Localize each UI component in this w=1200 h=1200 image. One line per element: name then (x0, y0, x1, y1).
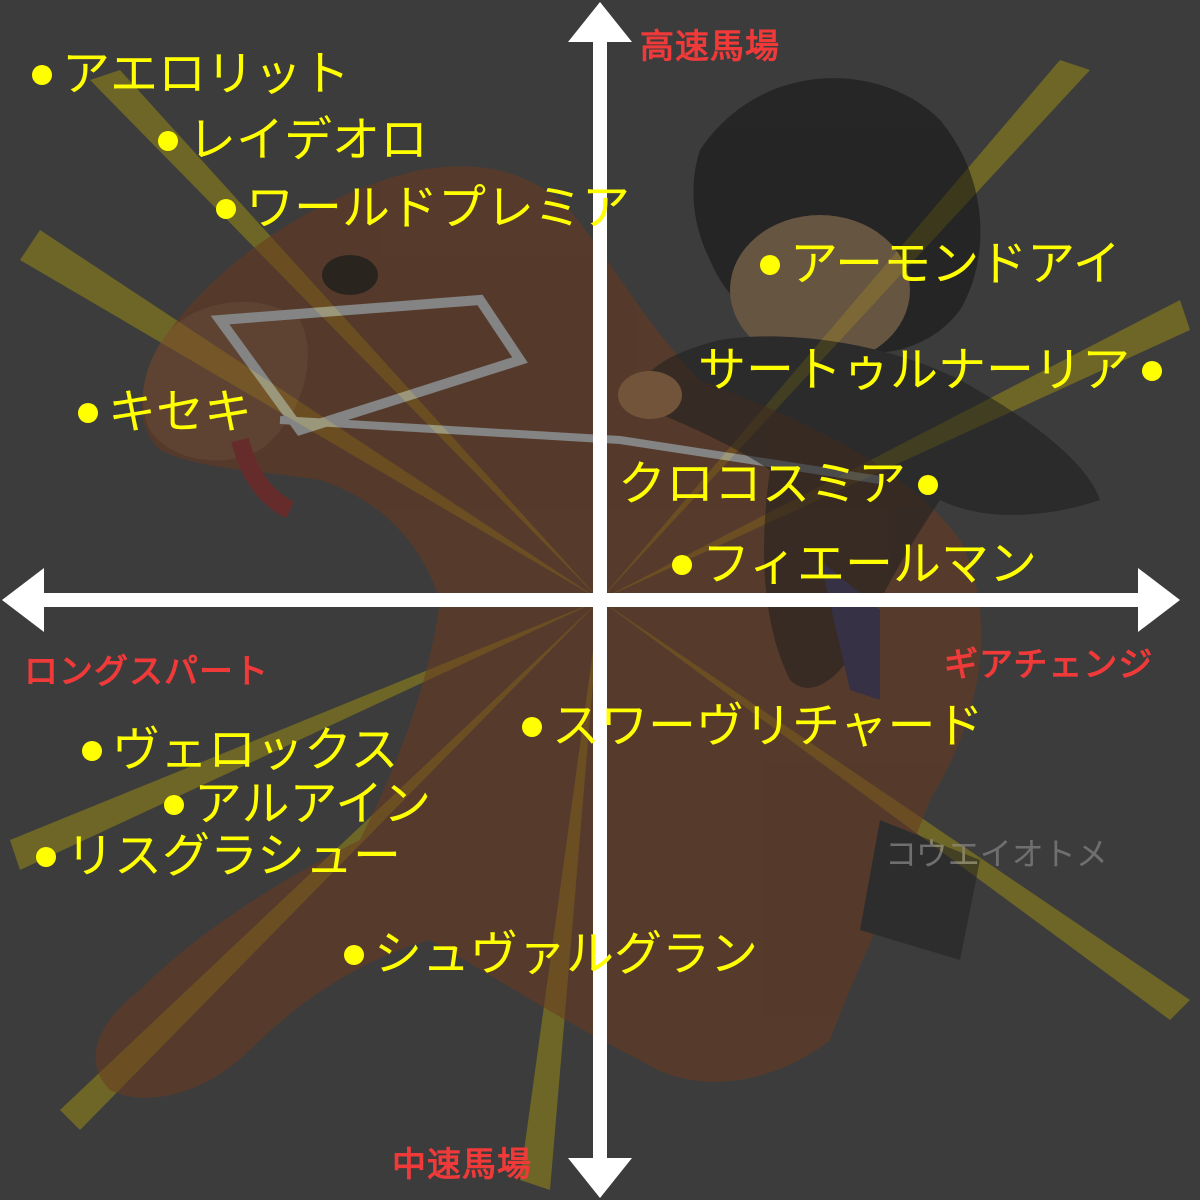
saddle-cloth-text: コウエイオトメ (885, 835, 1108, 873)
item-al-ain: アルアイン (160, 780, 431, 828)
item-rey-de-oro: レイデオロ (154, 116, 428, 164)
item-world-premiere: ワールドプレミア (212, 184, 630, 232)
arrow-left-icon (2, 568, 44, 632)
item-fierement: フィエールマン (668, 540, 1037, 588)
dot-marker (158, 130, 178, 151)
axis-label-top: 高速馬場 (640, 27, 780, 67)
dot-marker (32, 64, 52, 85)
item-label: スワーヴリチャード (552, 698, 984, 754)
item-label: ヴェロックス (112, 722, 399, 778)
item-crocosmia: クロコスミア (618, 460, 942, 508)
item-label: シュヴァルグラン (374, 926, 759, 982)
item-label: アルアイン (194, 776, 432, 832)
item-label: サートゥルナーリア (698, 342, 1131, 398)
item-label: アーモンドアイ (790, 236, 1121, 292)
dot-marker (82, 740, 102, 761)
dot-marker (1142, 360, 1163, 381)
dot-marker (760, 254, 780, 275)
axis-label-bottom: 中速馬場 (392, 1145, 532, 1185)
jockey-silhouette (618, 78, 1100, 700)
item-velox: ヴェロックス (78, 726, 399, 774)
item-saturnalia: サートゥルナーリア (698, 346, 1166, 394)
item-label: クロコスミア (618, 456, 907, 512)
dot-marker (344, 944, 364, 965)
dot-marker (522, 716, 542, 737)
item-almond-eye: アーモンドアイ (756, 240, 1121, 288)
arrow-down-icon (568, 1158, 632, 1198)
arrow-up-icon (568, 2, 632, 42)
horizontal-axis (2, 568, 1180, 632)
item-cheval-grand: シュヴァルグラン (340, 930, 758, 978)
dot-marker (36, 846, 56, 867)
arrow-right-icon (1138, 568, 1180, 632)
horse-silhouette: コウエイオトメ (95, 166, 1108, 1098)
axis-label-right: ギアチェンジ (944, 645, 1154, 685)
dot-marker (78, 402, 98, 423)
item-label: アエロリット (62, 46, 351, 102)
item-kiseki: キセキ (74, 388, 252, 436)
dot-marker (164, 794, 184, 815)
item-lys-gracieux: リスグラシュー (32, 832, 401, 880)
dot-marker (672, 554, 692, 575)
item-label: キセキ (108, 384, 253, 440)
item-label: フィエールマン (702, 536, 1038, 592)
item-label: レイデオロ (188, 112, 429, 168)
axis-label-left: ロングスパート (24, 652, 269, 692)
item-aerolithe: アエロリット (28, 50, 350, 98)
item-suave-richard: スワーヴリチャード (518, 702, 984, 750)
item-label: ワールドプレミア (246, 180, 631, 236)
item-label: リスグラシュー (66, 828, 402, 884)
dot-marker (216, 198, 236, 219)
dot-marker (918, 474, 939, 495)
